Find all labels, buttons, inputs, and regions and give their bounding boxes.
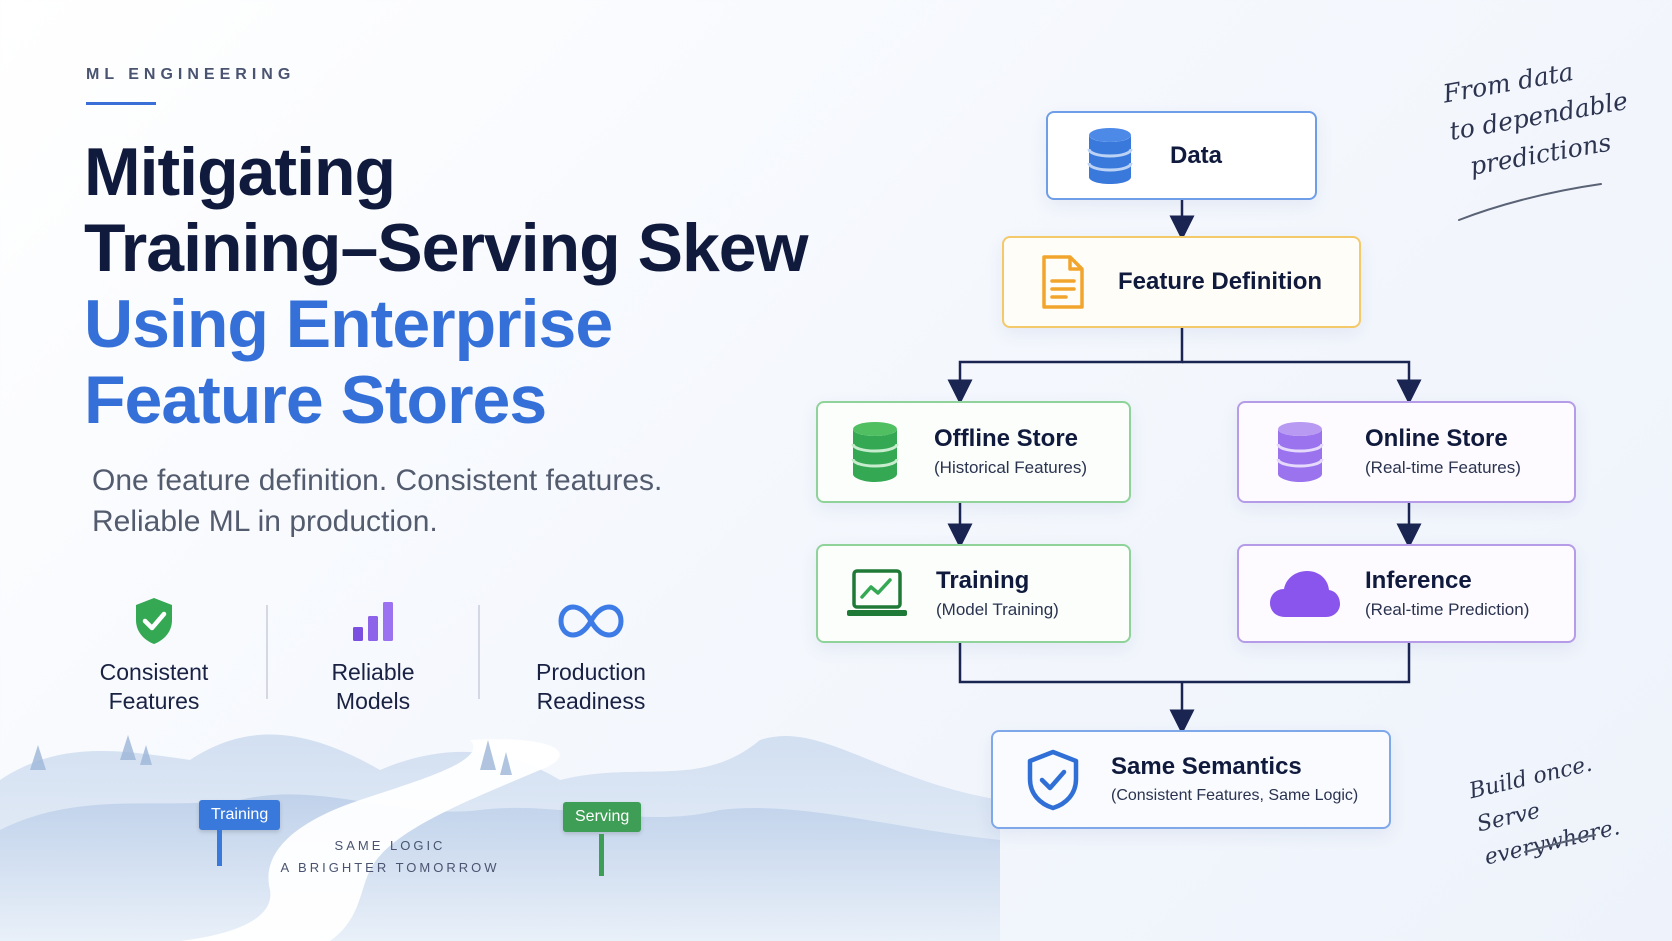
node-training-text: Training (Model Training) (936, 566, 1059, 622)
node-same-semantics-subtitle: (Consistent Features, Same Logic) (1111, 786, 1359, 804)
node-offline-store-title: Offline Store (934, 425, 1079, 452)
node-training-subtitle: (Model Training) (936, 599, 1059, 619)
node-inference-title: Inference (1365, 566, 1472, 594)
page-title-accent: Using Enterprise Feature Stores (84, 286, 884, 438)
node-inference: Inference (Real-time Prediction) (1237, 544, 1576, 643)
subtitle: One feature definition. Consistent featu… (92, 460, 792, 542)
eyebrow-rule (86, 102, 156, 105)
title-line-2: Training–Serving Skew (84, 210, 808, 286)
bar-chart-icon (353, 602, 393, 641)
benefit-consistent-features: Consistent Features (54, 594, 254, 716)
sign-training-label: Training (199, 800, 281, 830)
eyebrow: ML ENGINEERING (86, 66, 296, 83)
arrow-feature-to-online (1182, 360, 1422, 405)
node-online-store: Online Store (Real-time Features) (1237, 401, 1576, 503)
handnote-underline (1524, 834, 1596, 853)
node-offline-store-text: Offline Store (Historical Features) (934, 424, 1087, 480)
subtitle-line-2: Reliable ML in production. (92, 505, 438, 538)
node-training: Training (Model Training) (816, 544, 1131, 643)
shield-check-icon (136, 598, 172, 644)
title-line-3: Using Enterprise (84, 286, 613, 362)
benefit-label-3a: Production (536, 659, 646, 685)
page-title: Mitigating Training–Serving Skew (84, 134, 884, 286)
document-icon (1042, 255, 1084, 309)
divider (478, 605, 480, 699)
node-data-title: Data (1170, 141, 1223, 169)
laptop-chart-icon (847, 568, 907, 616)
sign-training: Training (199, 800, 281, 830)
benefit-label-1b: Features (108, 688, 200, 714)
node-same-semantics-title: Same Semantics (1111, 752, 1302, 780)
arrow-feature-to-offline (947, 328, 1184, 405)
handnote-underline (1458, 183, 1602, 221)
database-icon (1276, 422, 1324, 482)
caption-line-1: SAME LOGIC (334, 838, 446, 853)
benefit-production-readiness: Production Readiness (491, 594, 691, 716)
shield-check-icon (1027, 749, 1079, 810)
title-line-1: Mitigating (84, 134, 396, 210)
caption-line-2: A BRIGHTER TOMORROW (280, 860, 500, 875)
node-inference-text: Inference (Real-time Prediction) (1365, 566, 1529, 622)
node-offline-store-subtitle: (Historical Features) (934, 458, 1088, 477)
node-online-store-title: Online Store (1365, 425, 1508, 452)
benefit-label-2a: Reliable (331, 659, 415, 685)
database-icon (1087, 127, 1133, 184)
node-offline-store: Offline Store (Historical Features) (816, 401, 1131, 503)
node-inference-subtitle: (Real-time Prediction) (1365, 599, 1530, 619)
node-same-semantics-text: Same Semantics (Consistent Features, Sam… (1111, 752, 1358, 808)
title-line-4: Feature Stores (84, 362, 547, 438)
node-feature-definition-title: Feature Definition (1118, 268, 1323, 295)
sign-serving: Serving (563, 802, 642, 832)
cloud-icon (1270, 570, 1340, 617)
benefit-label-2b: Models (335, 688, 411, 714)
sign-post (599, 834, 604, 876)
node-data: Data (1046, 111, 1317, 200)
benefit-reliable-models: Reliable Models (273, 594, 473, 716)
sign-serving-label: Serving (563, 802, 642, 832)
node-online-store-text: Online Store (Real-time Features) (1365, 424, 1521, 480)
benefit-label-1a: Consistent (99, 659, 209, 685)
subtitle-line-1: One feature definition. Consistent featu… (92, 464, 663, 497)
database-icon (851, 422, 899, 482)
caption: SAME LOGIC A BRIGHTER TOMORROW (270, 838, 510, 875)
connector-merge (958, 643, 1411, 684)
sign-post (217, 830, 222, 866)
landscape-illustration (0, 734, 1000, 941)
node-online-store-subtitle: (Real-time Features) (1365, 458, 1521, 477)
benefit-label-3b: Readiness (536, 688, 646, 714)
divider (266, 605, 268, 699)
node-feature-definition: Feature Definition (1002, 236, 1361, 328)
node-training-title: Training (936, 566, 1030, 594)
node-same-semantics: Same Semantics (Consistent Features, Sam… (991, 730, 1391, 829)
infinity-icon (558, 604, 624, 638)
